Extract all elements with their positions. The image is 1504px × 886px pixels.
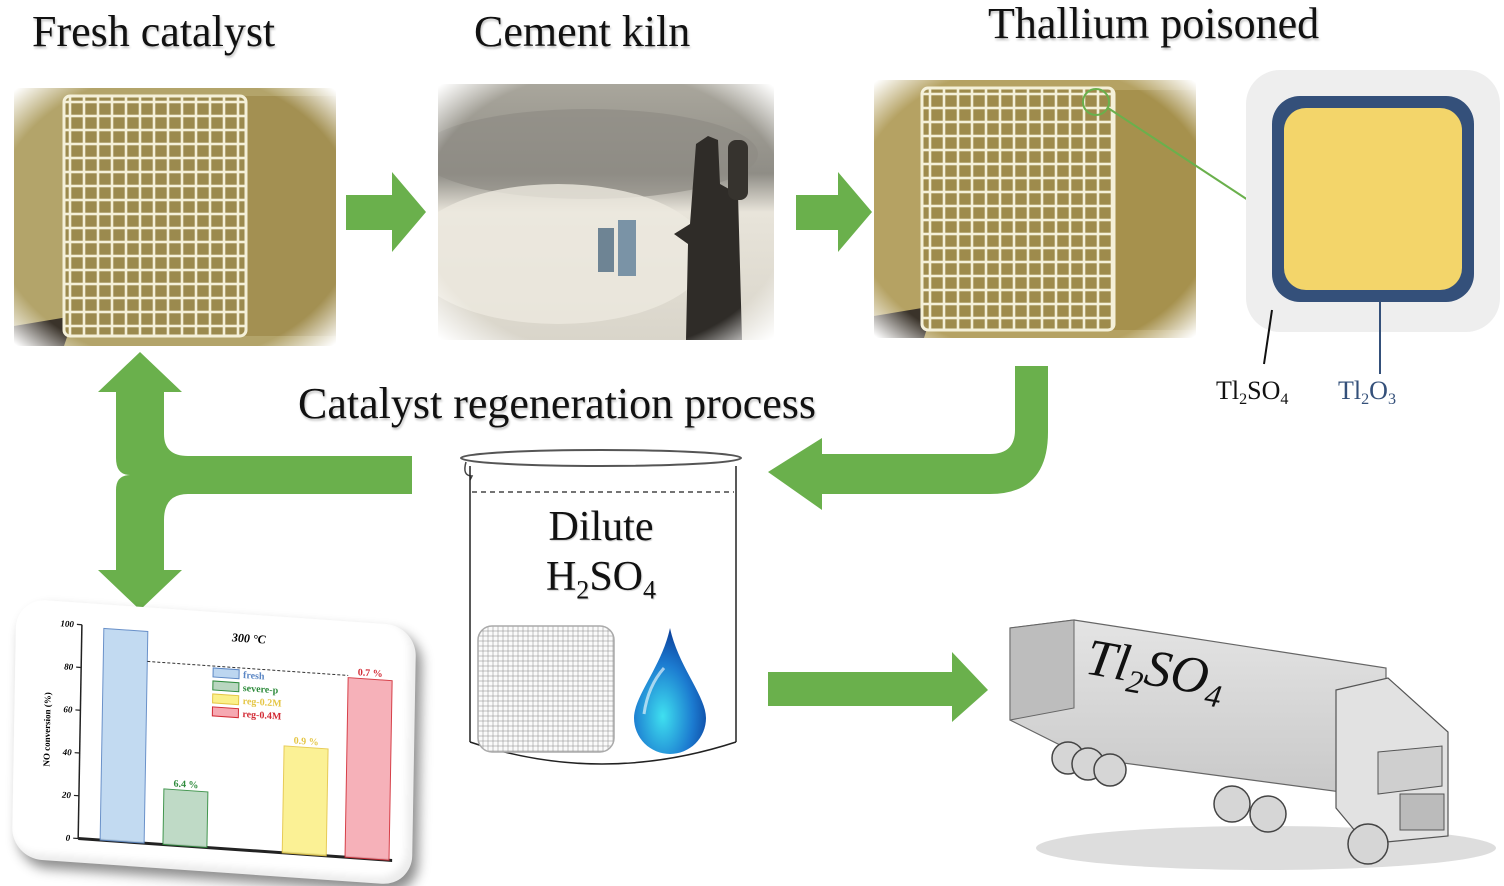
title-fresh-catalyst: Fresh catalyst (32, 7, 276, 56)
beaker-label: Dilute H2SO4 (458, 502, 744, 606)
arrow-kiln-to-poisoned (796, 172, 872, 252)
y-tick-label: 100 (60, 618, 74, 629)
tl2o3-shell (1272, 96, 1474, 302)
chart-title: 300 °C (231, 630, 267, 646)
legend-label-reg-0.2M: reg-0.2M (243, 696, 283, 710)
title-cement-kiln: Cement kiln (474, 7, 691, 56)
y-tick-label: 20 (61, 790, 72, 801)
legend-label-severe-p: severe-p (243, 683, 279, 696)
y-axis-label: NO conversion (%) (41, 692, 52, 767)
bar-label-reg-0.2M: 0.9 % (294, 736, 319, 749)
y-tick-label: 80 (64, 661, 74, 672)
honeycomb-catalyst-poisoned (874, 80, 1196, 338)
zoom-circle (1082, 88, 1110, 116)
beaker-outline (460, 449, 742, 765)
tl2so4-label: Tl2SO4 (1216, 376, 1289, 409)
title-regeneration-process: Catalyst regeneration process (298, 379, 817, 428)
legend-swatch-reg-0.2M (212, 693, 240, 706)
truck: Tl2SO4 (996, 608, 1496, 884)
chart-card: 0 20 40 60 80 100 NO conversion (%) 300 °C 6.4 %… (11, 598, 417, 886)
y-axis (77, 624, 83, 839)
title-thallium-poisoned: Thallium poisoned (988, 0, 1320, 48)
bar-severe-p (162, 788, 209, 849)
legend-label-fresh: fresh (243, 670, 265, 683)
bar-reg-0.2M (281, 745, 329, 857)
honeycomb-catalyst-fresh (14, 88, 336, 346)
arrow-regeneration-split (98, 352, 412, 610)
bar-fresh (99, 627, 149, 844)
y-tick-label: 60 (63, 704, 73, 715)
tl2so4-leader (1263, 309, 1273, 365)
catalyst-core (1284, 108, 1462, 290)
tl2o3-label: Tl2O3 (1338, 376, 1397, 409)
reference-line (147, 660, 349, 676)
kiln-smoke-illustration (438, 84, 774, 340)
bar-label-reg-0.4M: 0.7 % (358, 667, 383, 680)
fresh-catalyst-image (14, 88, 336, 346)
zoom-connector-line (1107, 107, 1249, 201)
y-tick-label: 40 (62, 747, 73, 758)
legend-swatch-severe-p (212, 680, 240, 693)
arrow-beaker-to-truck (768, 652, 988, 722)
y-tick-label: 0 (66, 833, 71, 843)
beaker: Dilute H2SO4 (458, 446, 744, 776)
no-conversion-chart: 0 20 40 60 80 100 NO conversion (%) 300 °C 6.4 %… (41, 618, 393, 862)
bar-reg-0.4M (344, 677, 393, 861)
beaker-label-dilute: Dilute (548, 504, 654, 550)
truck-illustration (1009, 619, 1496, 870)
legend-swatch-fresh (212, 667, 240, 680)
inset-cross-section (1246, 70, 1500, 332)
legend-swatch-reg-0.4M (211, 706, 239, 719)
poisoned-catalyst-image (874, 80, 1196, 338)
zoom-callout (1082, 88, 1249, 201)
cement-kiln-image (438, 84, 774, 340)
arrow-poisoned-to-beaker (768, 366, 1048, 510)
bar-label-severe-p: 6.4 % (173, 779, 198, 792)
inset-leader-lines (1263, 300, 1381, 374)
catalyst-mesh-icon (477, 625, 615, 753)
arrow-fresh-to-kiln (346, 172, 426, 252)
water-drop-icon (634, 628, 706, 754)
legend-label-reg-0.4M: reg-0.4M (242, 709, 282, 723)
beaker-label-formula: H2SO4 (545, 554, 657, 605)
